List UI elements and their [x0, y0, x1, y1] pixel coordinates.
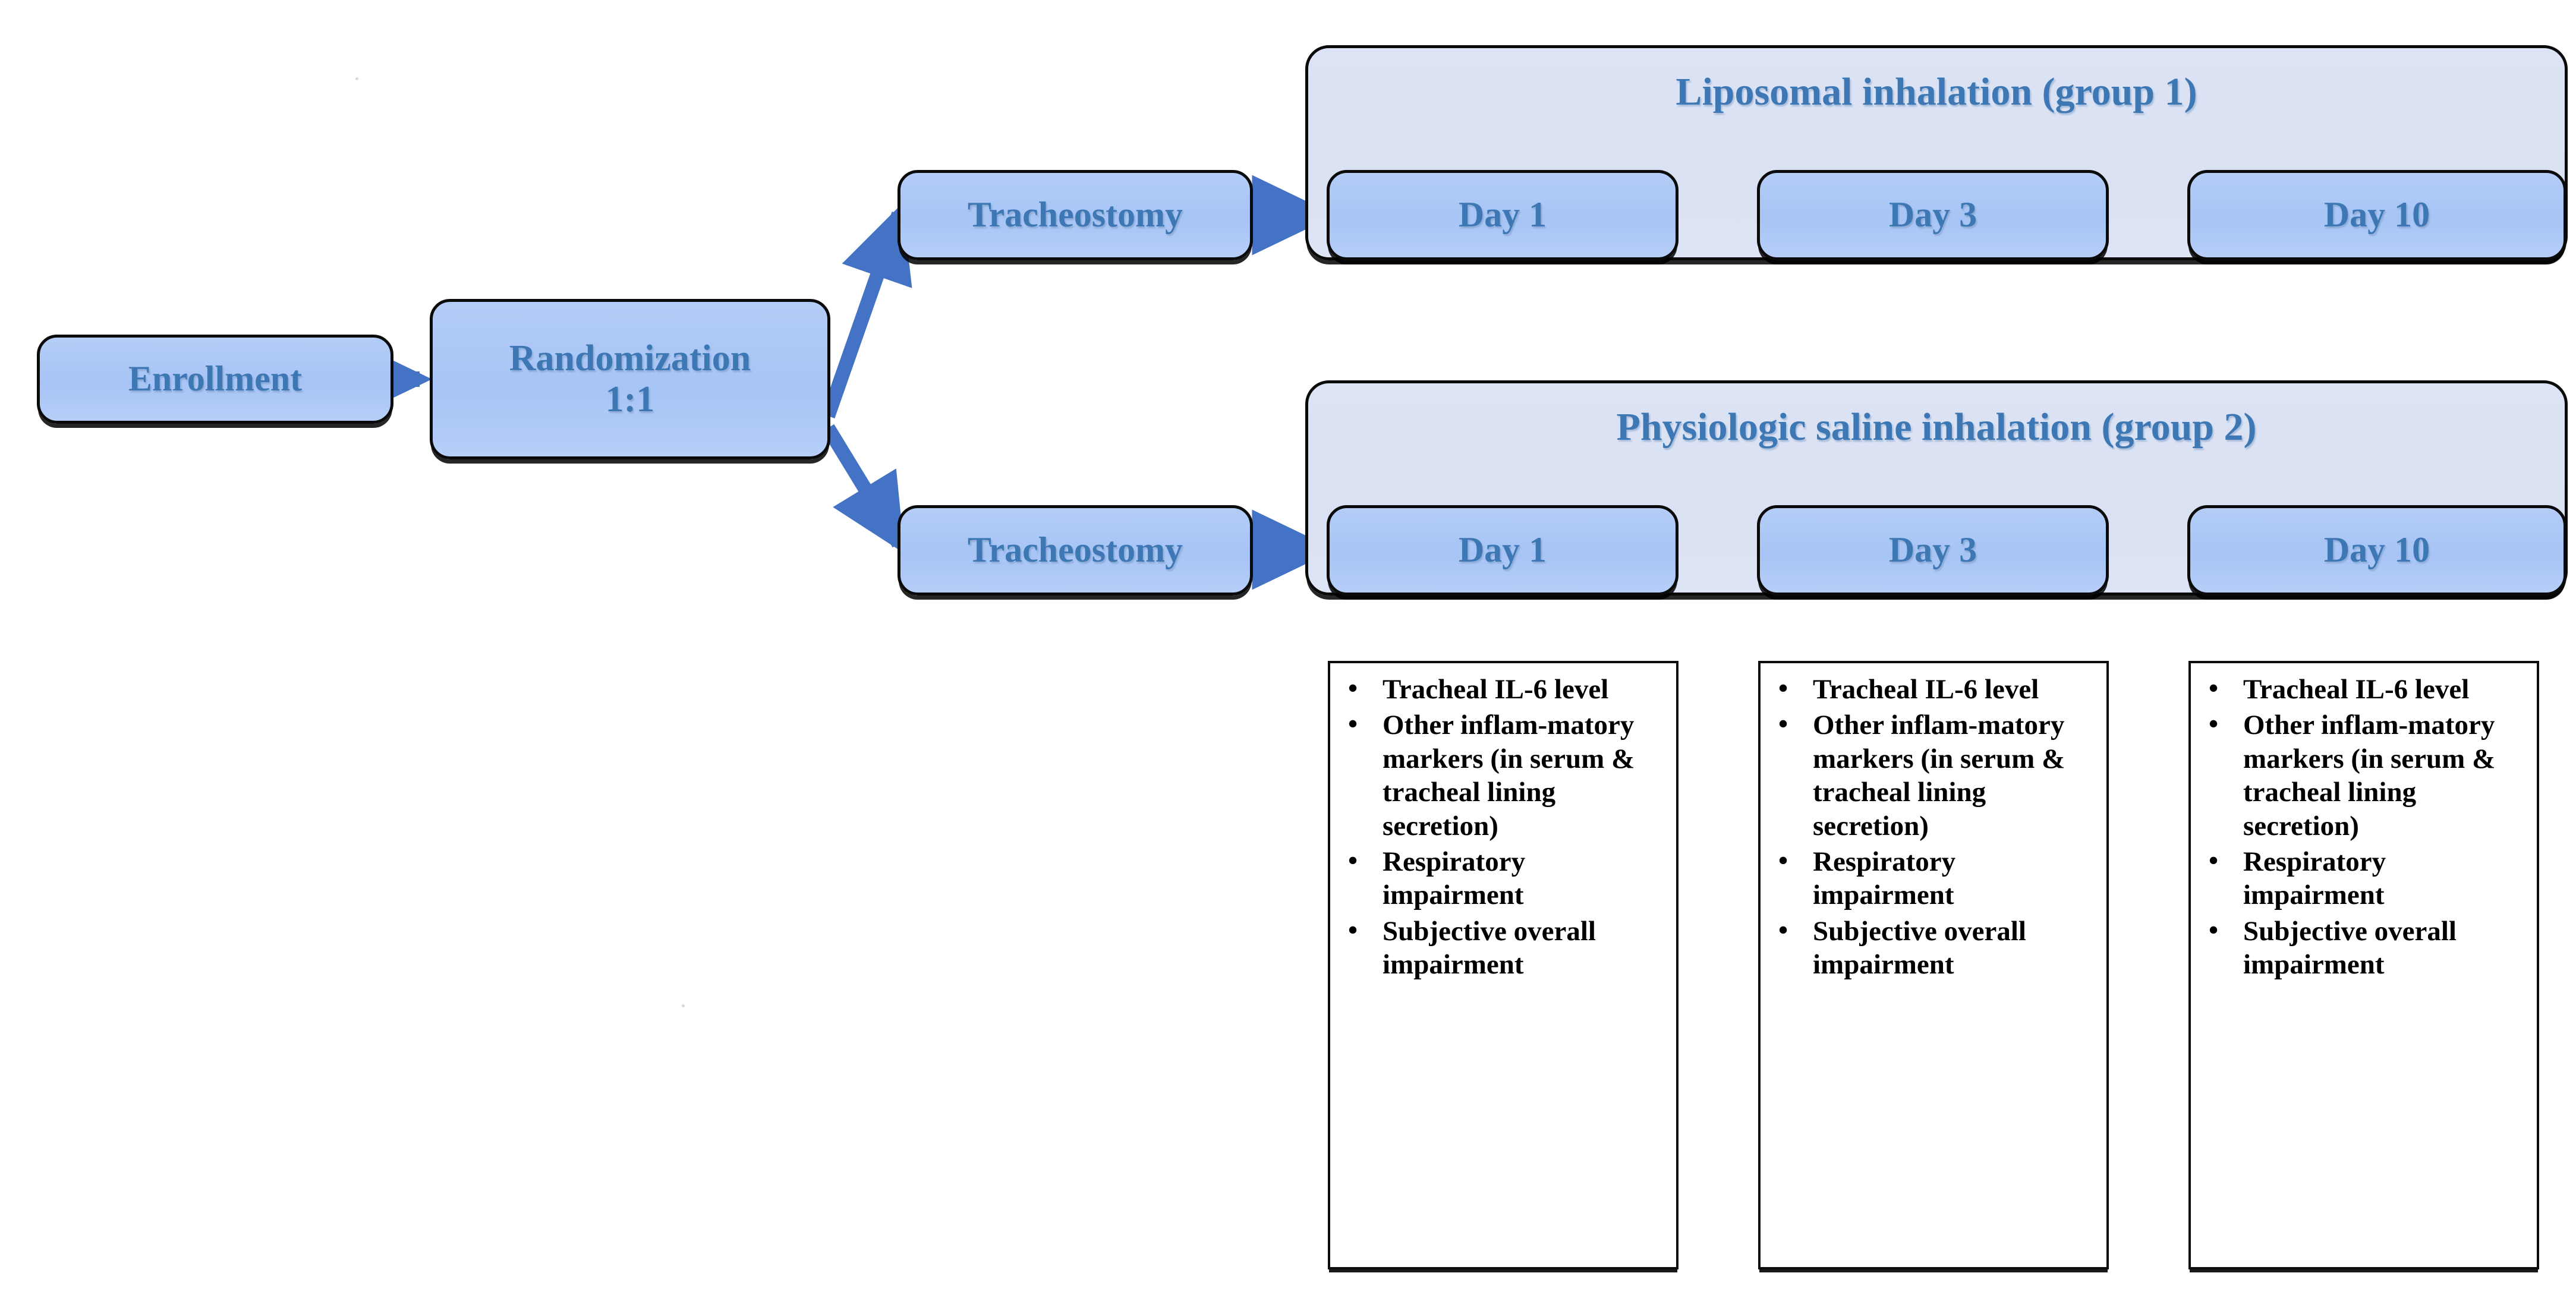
arrow-randomization-to-tracheostomy-2 [821, 424, 905, 554]
randomization-label-line2: 1:1 [605, 379, 655, 420]
outcome-item: Subjective overall impairment [1348, 913, 1668, 982]
randomization-label-line1: Randomization [509, 338, 751, 379]
node-g2-day3[interactable]: Day 3 [1757, 505, 2109, 595]
node-g1-day10[interactable]: Day 10 [2187, 170, 2566, 260]
node-tracheostomy-group1[interactable]: Tracheostomy [897, 170, 1253, 260]
outcome-list-day1: Tracheal IL-6 level Other inflam-matory … [1339, 672, 1668, 982]
node-g2-day1[interactable]: Day 1 [1327, 505, 1679, 595]
outcome-item: Other inflam-matory markers (in serum & … [2209, 707, 2528, 843]
group2-title: Physiologic saline inhalation (group 2) [1616, 405, 2257, 449]
artifact-speck [355, 77, 358, 80]
outcome-list-day3: Tracheal IL-6 level Other inflam-matory … [1769, 672, 2098, 982]
node-enrollment[interactable]: Enrollment [37, 335, 393, 424]
outcome-item: Respiratory impairment [2209, 844, 2528, 912]
node-randomization[interactable]: Randomization 1:1 [430, 299, 830, 459]
outcome-item: Tracheal IL-6 level [1778, 672, 2098, 706]
arrow-randomization-to-tracheostomy-1 [821, 203, 912, 418]
node-g1-day1[interactable]: Day 1 [1327, 170, 1679, 260]
outcome-item: Respiratory impairment [1348, 844, 1668, 912]
outcome-box-day3: Tracheal IL-6 level Other inflam-matory … [1758, 661, 2109, 1269]
artifact-speck [682, 1004, 685, 1007]
outcome-item: Subjective overall impairment [1778, 913, 2098, 982]
outcome-item: Other inflam-matory markers (in serum & … [1348, 707, 1668, 843]
outcome-item: Other inflam-matory markers (in serum & … [1778, 707, 2098, 843]
outcome-item: Tracheal IL-6 level [2209, 672, 2528, 706]
outcome-box-day1: Tracheal IL-6 level Other inflam-matory … [1328, 661, 1679, 1269]
outcome-list-day10: Tracheal IL-6 level Other inflam-matory … [2199, 672, 2528, 982]
node-tracheostomy-group2[interactable]: Tracheostomy [897, 505, 1253, 595]
outcome-item: Respiratory impairment [1778, 844, 2098, 912]
node-g1-day3[interactable]: Day 3 [1757, 170, 2109, 260]
node-g2-day10[interactable]: Day 10 [2187, 505, 2566, 595]
outcome-item: Subjective overall impairment [2209, 913, 2528, 982]
group1-title: Liposomal inhalation (group 1) [1676, 70, 2197, 114]
outcome-box-day10: Tracheal IL-6 level Other inflam-matory … [2188, 661, 2539, 1269]
outcome-item: Tracheal IL-6 level [1348, 672, 1668, 706]
